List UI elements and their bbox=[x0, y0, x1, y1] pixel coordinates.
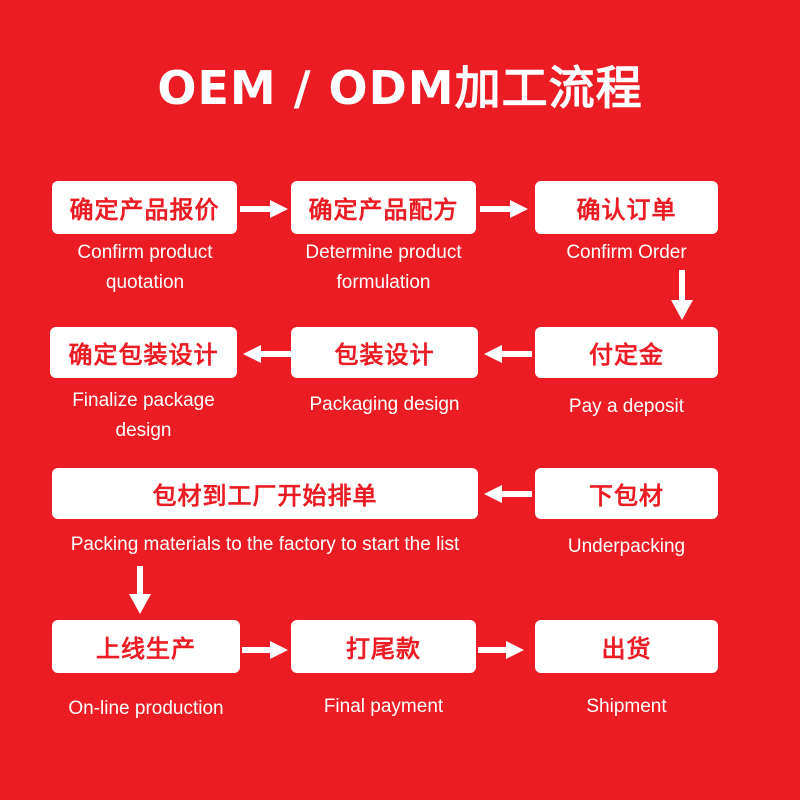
label-line: Confirm product bbox=[77, 242, 213, 263]
step-box-materials-to-factory: 包材到工厂开始排单 bbox=[52, 468, 478, 519]
step-label-online-production: On-line production bbox=[30, 694, 262, 724]
step-label-confirm-quotation: Confirm product quotation bbox=[40, 238, 250, 298]
arrow-left-icon bbox=[484, 485, 532, 503]
step-label-confirm-order: Confirm Order bbox=[515, 238, 738, 268]
label-line: Final payment bbox=[323, 696, 444, 717]
step-box-shipment: 出货 bbox=[535, 620, 718, 673]
step-label-packaging-design: Packaging design bbox=[271, 390, 498, 420]
step-box-confirm-quotation: 确定产品报价 bbox=[52, 181, 237, 234]
label-line: Underpacking bbox=[567, 536, 686, 557]
step-label-finalize-package: Finalize package design bbox=[30, 386, 257, 446]
label-line: Pay a deposit bbox=[568, 396, 685, 417]
arrow-right-icon bbox=[480, 200, 528, 218]
label-line: Finalize package bbox=[72, 390, 215, 411]
arrow-left-icon bbox=[243, 345, 291, 363]
arrow-right-icon bbox=[242, 641, 288, 659]
page-title: OEM / ODM加工流程 bbox=[157, 61, 643, 115]
label-line: On-line production bbox=[68, 698, 224, 719]
arrow-down-icon bbox=[671, 270, 693, 320]
label-line: Shipment bbox=[586, 696, 667, 717]
label-line: Packing materials to the factory to star… bbox=[70, 534, 460, 555]
label-line: design bbox=[115, 420, 172, 441]
arrow-right-icon bbox=[240, 200, 288, 218]
label-line: Packaging design bbox=[309, 394, 460, 415]
step-box-determine-formulation: 确定产品配方 bbox=[291, 181, 476, 234]
step-label-final-payment: Final payment bbox=[271, 692, 496, 722]
step-box-online-production: 上线生产 bbox=[52, 620, 240, 673]
label-line: Confirm Order bbox=[566, 242, 687, 263]
step-label-materials-to-factory: Packing materials to the factory to star… bbox=[30, 530, 500, 560]
step-label-shipment: Shipment bbox=[515, 692, 738, 722]
label-line: Determine product bbox=[305, 242, 462, 263]
step-box-final-payment: 打尾款 bbox=[291, 620, 476, 673]
arrow-right-icon bbox=[478, 641, 524, 659]
label-line: quotation bbox=[105, 272, 185, 293]
step-label-deposit: Pay a deposit bbox=[515, 392, 738, 422]
step-label-determine-formulation: Determine product formulation bbox=[271, 238, 496, 298]
step-box-packaging-design: 包装设计 bbox=[291, 327, 478, 378]
step-box-deposit: 付定金 bbox=[535, 327, 718, 378]
step-box-underpacking: 下包材 bbox=[535, 468, 718, 519]
step-box-confirm-order: 确认订单 bbox=[535, 181, 718, 234]
step-box-finalize-package: 确定包装设计 bbox=[50, 327, 237, 378]
label-line: formulation bbox=[336, 272, 431, 293]
step-label-underpacking: Underpacking bbox=[515, 532, 738, 562]
arrow-left-icon bbox=[484, 345, 532, 363]
arrow-down-icon bbox=[129, 566, 151, 614]
